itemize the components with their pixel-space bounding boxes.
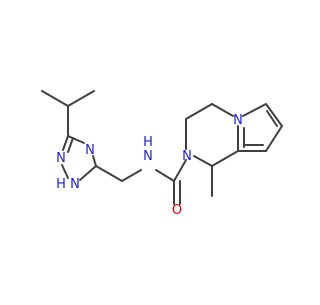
bond-triazole-n4-c5 [92,155,97,167]
bond-chme-to-pyrrole-c [211,150,239,167]
bond-ch2-to-amide-n [121,169,142,182]
bond-triazole-nh-n2 [61,164,69,179]
atom-amide-n: N [143,149,153,164]
atom-n-triazole-top: N [85,143,95,158]
bond-pyrrole-n-to-ch-top [242,103,267,117]
bond-triazole-to-ch2 [95,165,123,182]
bond-isopropyl-ch-ch3-left [41,90,69,107]
bond-triazole-c3-n4 [67,135,85,144]
bond-ring-n-to-chme [193,155,213,167]
bond-isopropyl-ch-ch3-right [67,90,95,107]
atom-nh-triazole-n: N [70,177,80,192]
bond-triazole-c3-n2-double [67,137,74,153]
bond-pyrrole-ch-top-to-ch-right [265,103,283,127]
atom-amide-h: H [143,135,153,150]
molecule-structure: N N N H N H N N O [41,90,283,218]
bond-triazole-n2-c3 [62,135,69,151]
bond-pyrrole-ch-top-double [266,110,278,127]
bond-triazole-c5-nh-double-a [79,165,97,181]
atom-carbonyl-o: O [172,203,182,218]
molecule-canvas: N N N H N H N N O [41,90,283,218]
atom-n-triazole-left: N [56,151,66,166]
bond-ring-ch2-to-ch2 [185,103,213,120]
atom-pyrrole-n: N [233,113,243,128]
bond-layer [41,90,283,205]
bond-pyrrole-ch-right-to-ch-bottom [265,125,283,152]
atom-label-layer: N N N H N H N N O [56,113,243,218]
bond-carbonyl-to-ring-n [173,159,187,182]
atom-nh-triazole-h: H [56,177,66,192]
bond-amide-n-to-carbonyl [155,169,175,182]
bond-ring-ch2-to-n-pyrrole [211,103,234,117]
atom-ring-n: N [182,149,192,164]
